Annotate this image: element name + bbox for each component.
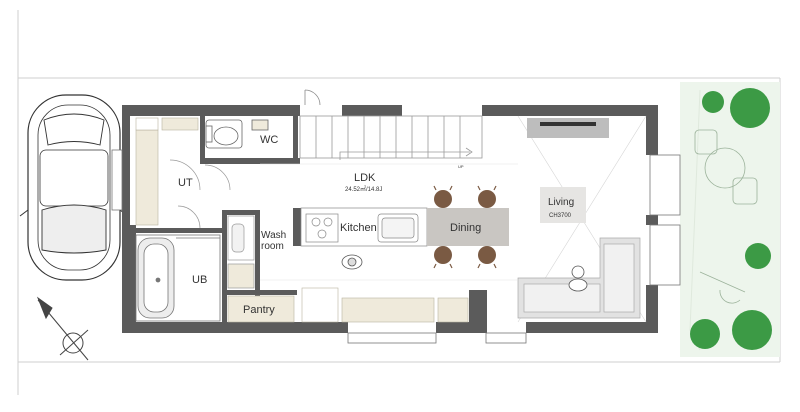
dining-table <box>427 208 509 246</box>
living-label-panel <box>540 187 586 223</box>
label-ut: UT <box>178 177 193 189</box>
person-icon <box>568 265 588 292</box>
tv-icon <box>540 122 596 126</box>
label-living-ceiling: CH3700 <box>549 213 572 219</box>
windows <box>111 149 681 344</box>
rear-cabinets <box>301 287 469 323</box>
ut-cabinets <box>135 117 199 226</box>
entrance-door <box>304 89 321 106</box>
label-ldk: LDK <box>354 172 376 184</box>
stair-up-mark: UP <box>458 164 464 169</box>
label-living: Living <box>548 197 574 208</box>
label-dining: Dining <box>450 222 481 234</box>
kitchen-counter <box>300 207 428 247</box>
tv-board <box>527 118 609 138</box>
wash-vanity <box>227 215 255 289</box>
chair-legs <box>433 185 497 269</box>
sofa-icon <box>517 237 641 319</box>
garden <box>680 82 780 357</box>
ut-doors <box>169 159 231 229</box>
label-pantry: Pantry <box>243 304 275 316</box>
label-kitchen: Kitchen <box>340 222 377 234</box>
car-icon <box>19 94 129 281</box>
toilet-icon <box>205 119 269 149</box>
garden-seating <box>694 129 758 304</box>
label-ub: UB <box>192 274 207 286</box>
bathtub-icon <box>135 234 221 322</box>
label-ldk-area: 24.52㎡/14.8J <box>345 185 382 193</box>
plant-icon <box>690 88 772 350</box>
floor-lines <box>260 163 518 281</box>
label-wash-line1: Wash <box>261 230 286 241</box>
label-wc: WC <box>260 134 278 146</box>
compass-icon <box>36 296 89 361</box>
label-wash-line2: room <box>261 241 284 252</box>
person-icon <box>341 254 363 270</box>
chair-icon <box>434 190 496 264</box>
stairs <box>299 115 483 160</box>
pantry-shelf <box>227 295 295 323</box>
walls <box>122 105 658 333</box>
